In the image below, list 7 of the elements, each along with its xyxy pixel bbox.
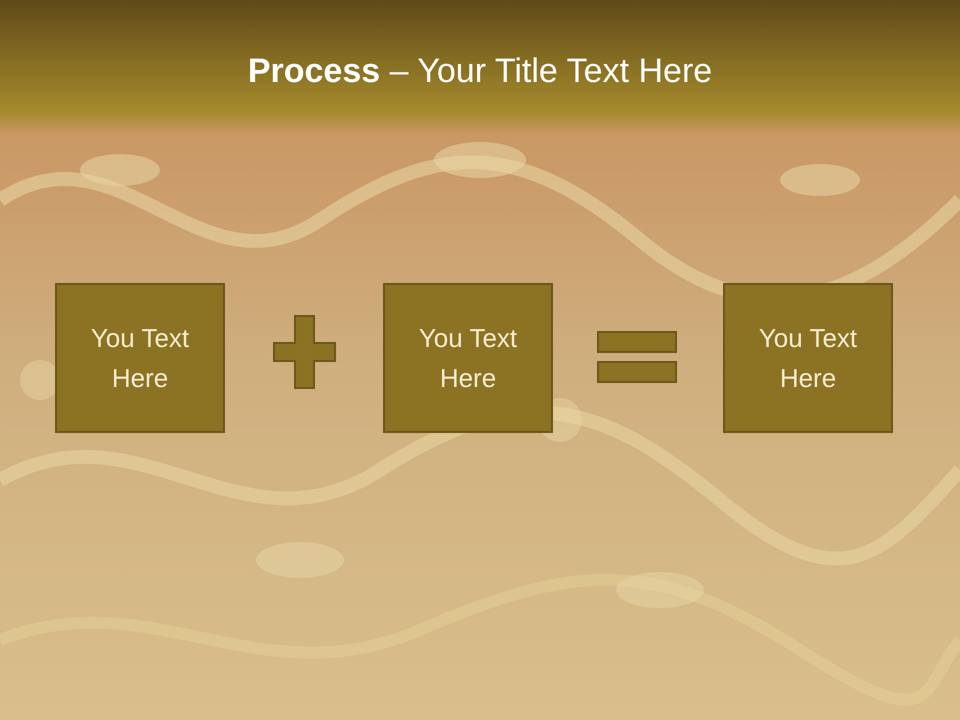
box-text: You Text Here xyxy=(418,322,518,395)
process-box xyxy=(55,283,225,433)
process-box xyxy=(723,283,893,433)
process-box xyxy=(383,283,553,433)
box-text: You Text Here xyxy=(758,322,858,395)
title: Process – Your Title Text Here xyxy=(248,51,712,92)
box-text: You Text Here xyxy=(90,322,190,395)
